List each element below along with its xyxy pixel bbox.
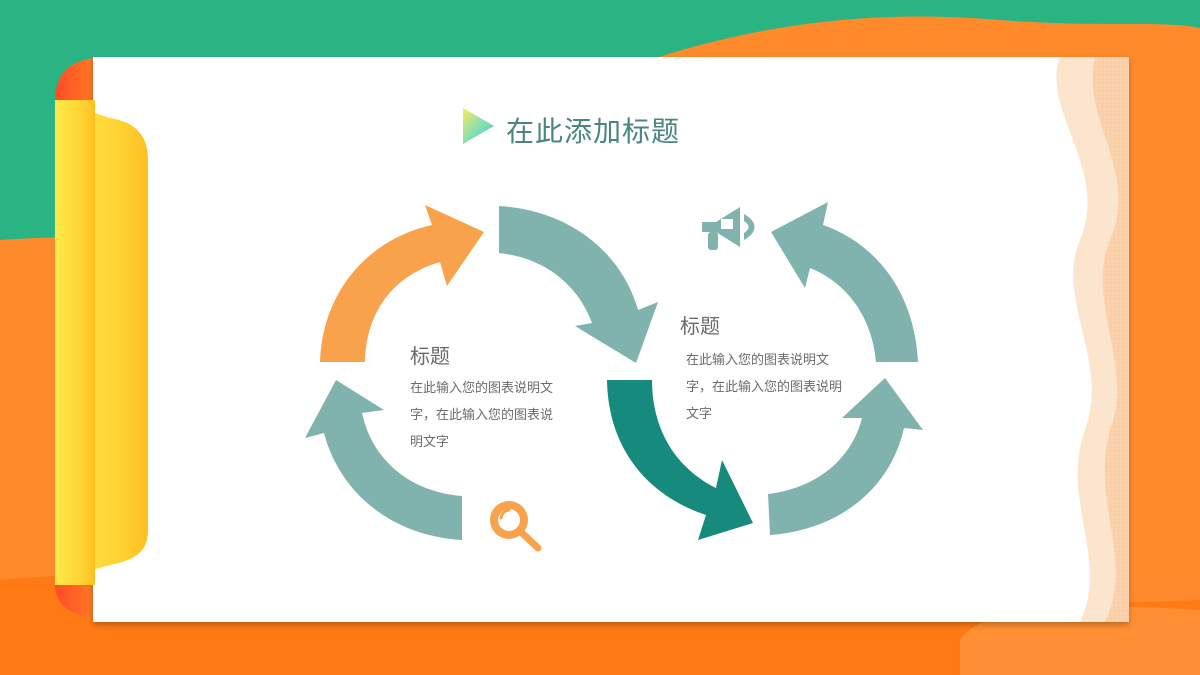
arrow-teal-top-middle xyxy=(499,206,658,363)
left-block-text: 在此输入您的图表说明文字，在此输入您的图表说明文字 xyxy=(410,381,554,450)
megaphone-icon xyxy=(702,207,755,250)
play-triangle-icon xyxy=(463,108,494,144)
arrow-dark-teal-bottom-middle xyxy=(607,380,753,540)
arrow-teal-bottom-right xyxy=(768,378,923,535)
yellow-tab-body xyxy=(55,100,95,585)
arrow-teal-top-right xyxy=(771,202,918,362)
arrow-teal-bottom-left xyxy=(305,380,462,540)
right-block-title: 标题 xyxy=(680,314,720,338)
orange-blob-bottom-right xyxy=(960,606,1200,675)
slide-title: 在此添加标题 xyxy=(506,115,681,148)
arrow-orange-top-left xyxy=(320,205,484,362)
right-block-text: 在此输入您的图表说明文字，在此输入您的图表说明文字 xyxy=(686,353,843,422)
left-block-title: 标题 xyxy=(410,344,450,368)
wave-grid-texture xyxy=(1040,57,1129,622)
magnifier-icon xyxy=(490,501,542,552)
